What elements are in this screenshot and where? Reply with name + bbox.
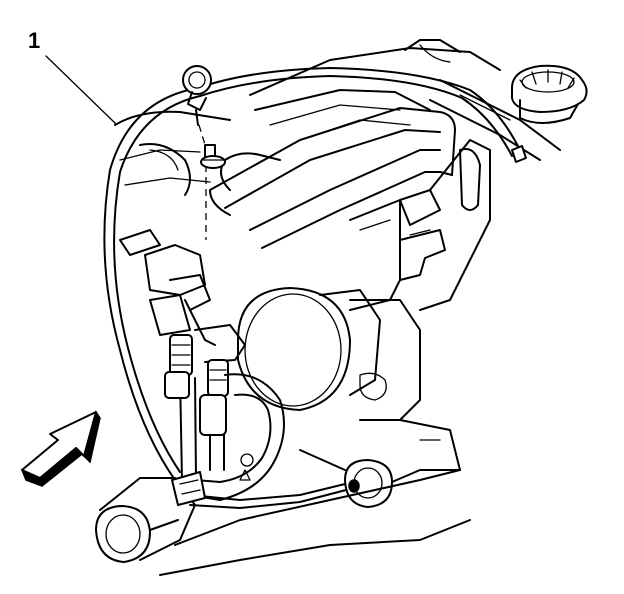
callout-number-1: 1	[28, 28, 41, 53]
cable-grommet	[299, 449, 461, 508]
sensor-connectors	[119, 229, 246, 397]
callout-leader-1	[45, 55, 117, 125]
oil-filler-cap	[511, 64, 588, 124]
installation-guide	[198, 124, 226, 240]
mounting-bracket	[349, 139, 491, 311]
engine-background	[114, 39, 561, 196]
engine-base	[159, 419, 471, 576]
intake-tubes	[209, 107, 456, 249]
vacuum-hose	[164, 371, 285, 501]
direction-arrow-icon	[20, 410, 101, 487]
cable-clip	[171, 471, 206, 506]
cable-eye-fitting	[182, 65, 212, 126]
throttle-cable	[103, 67, 527, 509]
throttle-body	[237, 287, 421, 421]
